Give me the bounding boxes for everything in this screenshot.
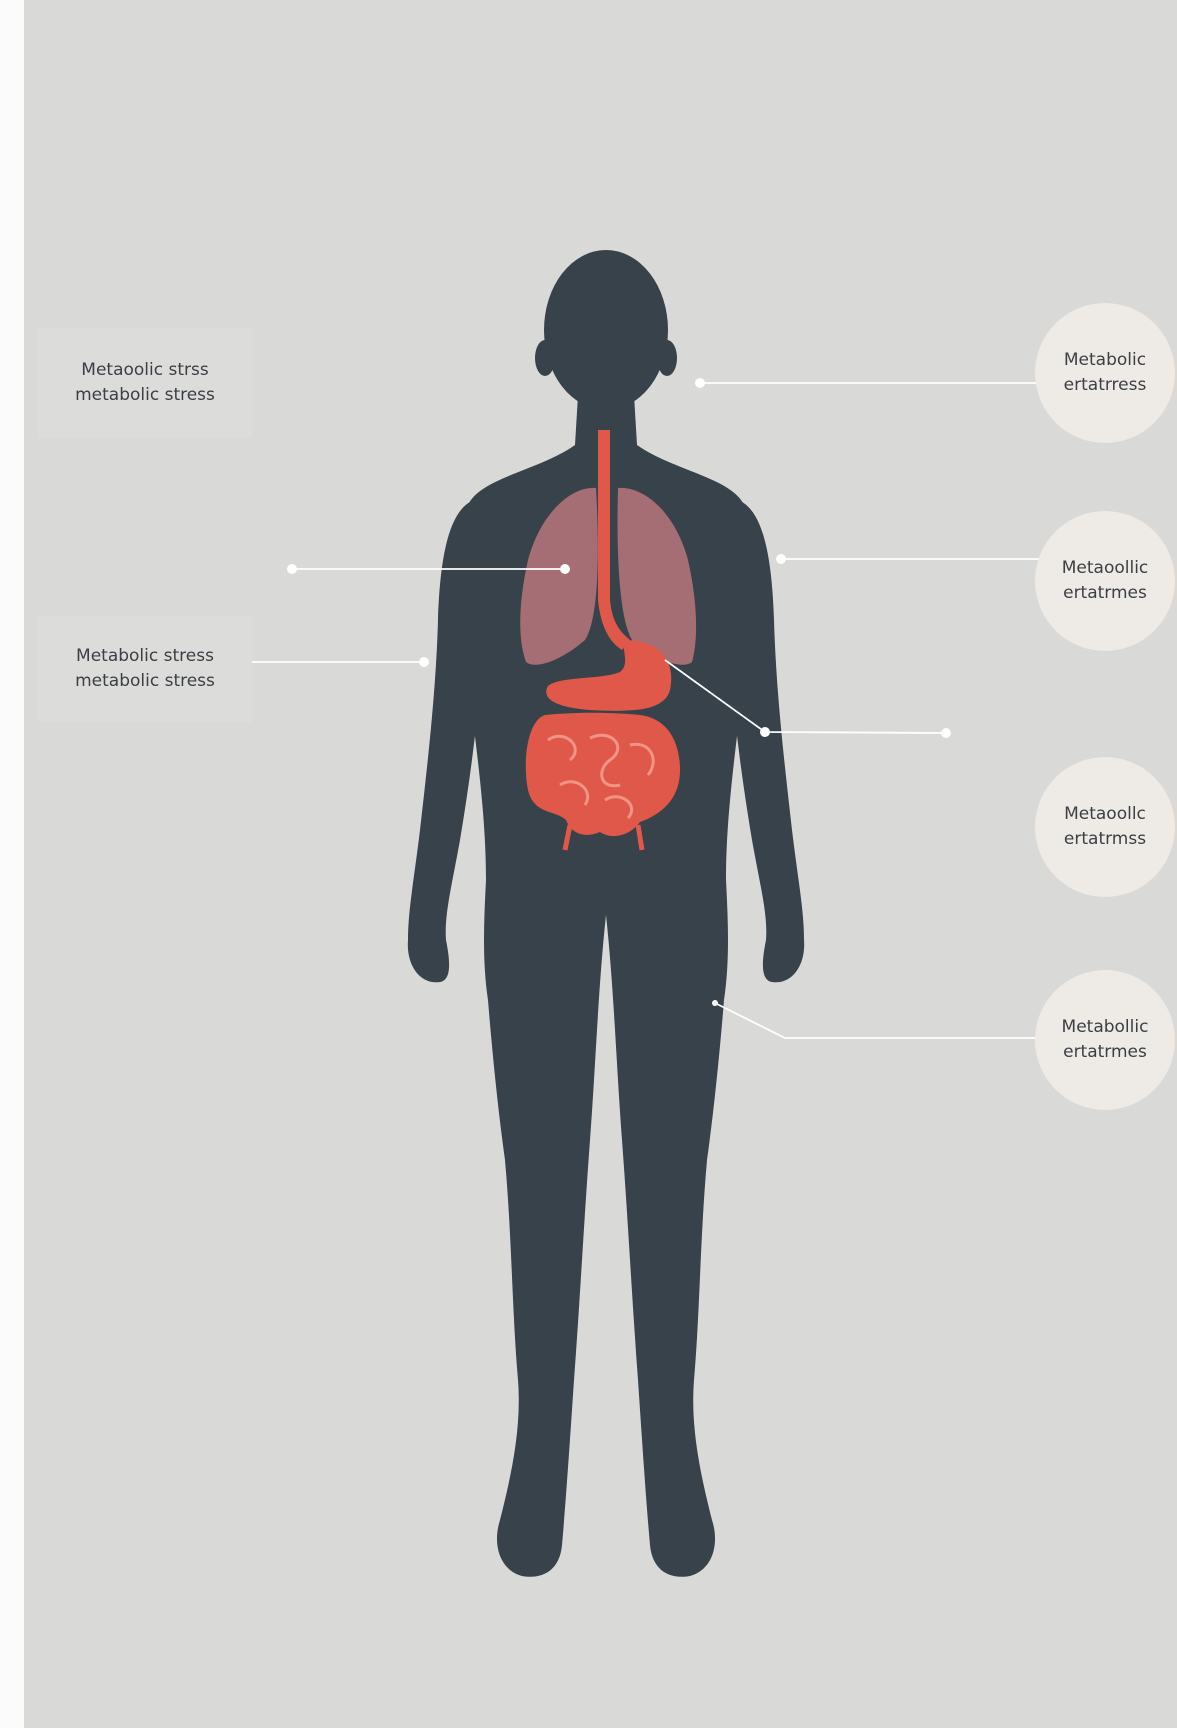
left-arm [408,500,485,982]
leader-dot [560,564,570,574]
leader-dot [695,378,705,388]
left-label-2-line1: Metabolic stress [38,644,252,669]
left-ear [535,340,555,376]
right-label-1-line1: Metabolic [1035,348,1175,373]
right-label-4: Metabollic ertatrmes [1035,970,1175,1110]
right-label-2-line1: Metaoollic [1035,556,1175,581]
right-label-4-line2: ertatrmes [1035,1040,1175,1065]
right-label-3: Metaoollc ertatrmss [1035,757,1175,897]
right-label-2: Metaoollic ertatrmes [1035,511,1175,651]
right-label-3-line2: ertatrmss [1035,827,1175,852]
leader-dot [776,554,786,564]
right-label-3-line1: Metaoollc [1035,802,1175,827]
leader-line-6 [715,1003,1060,1038]
leader-dot [419,657,429,667]
right-ear [657,340,677,376]
leader-dot [941,728,951,738]
left-label-2: Metabolic stress metabolic stress [38,616,252,722]
leader-dot [287,564,297,574]
head [544,250,668,410]
left-label-2-line2: metabolic stress [38,669,252,694]
leader-dot [760,727,770,737]
right-label-4-line1: Metabollic [1035,1015,1175,1040]
right-label-1: Metabolic ertatrress [1035,303,1175,443]
left-label-1-line2: metabolic stress [38,383,252,408]
right-label-2-line2: ertatrmes [1035,581,1175,606]
left-label-1: Metaoolic strss metabolic stress [38,328,252,438]
leader-dot [712,1000,718,1006]
right-arm [727,500,804,982]
right-label-1-line2: ertatrress [1035,373,1175,398]
left-label-1-line1: Metaoolic strss [38,358,252,383]
